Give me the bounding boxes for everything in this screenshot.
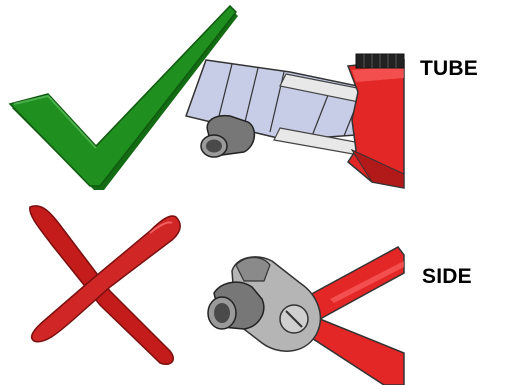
tube-label: TUBE [420,57,478,80]
tube-icon [200,114,256,158]
tube-illustration [8,4,405,190]
correct-method-row: TUBE [8,4,478,190]
utility-knife-icon [185,53,405,189]
side-cutter-pliers-icon [231,246,405,385]
tube-icon [207,281,265,330]
incorrect-method-row: SIDE [0,195,506,385]
check-mark-icon [8,4,238,190]
side-illustration [29,205,405,385]
x-mark-icon [29,205,181,365]
side-label: SIDE [422,265,472,288]
